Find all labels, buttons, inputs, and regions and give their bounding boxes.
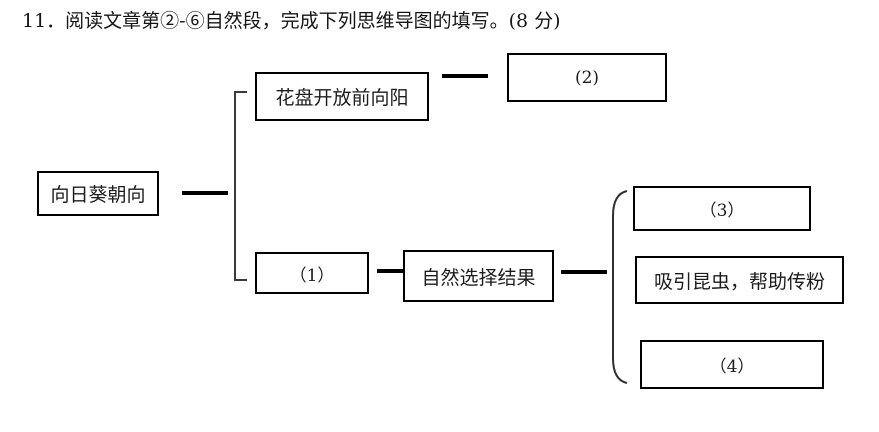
left-bracket-bottom-arm [234,279,247,281]
node-attract-insects-label: 吸引昆虫，帮助传粉 [653,270,825,293]
connector-blank1-naturalselection [377,269,403,273]
connector-root-bracket [182,191,228,195]
right-brace [612,190,628,384]
connector-naturalselection-brace [561,270,607,274]
node-attract-insects: 吸引昆虫，帮助传粉 [635,256,844,304]
node-root: 向日葵朝向 [37,171,159,216]
node-blank-1: （1） [255,252,369,294]
right-brace-path [612,190,628,384]
node-blank-2: (2) [507,53,667,102]
node-front-sun: 花盘开放前向阳 [255,72,429,121]
node-root-label: 向日葵朝向 [50,184,146,206]
node-front-sun-label: 花盘开放前向阳 [275,87,409,109]
node-blank-3: （3） [633,186,811,231]
node-blank-1-label: （1） [289,265,335,286]
node-blank-4-label: （4） [709,357,755,377]
node-blank-4: （4） [640,340,824,389]
node-natural-selection: 自然选择结果 [403,250,554,302]
node-blank-2-label: (2) [574,67,600,88]
left-bracket-vertical [234,91,236,281]
left-bracket-top-arm [234,91,247,93]
node-blank-3-label: （3） [699,201,745,221]
node-natural-selection-label: 自然选择结果 [421,266,536,289]
question-title: 11．阅读文章第②-⑥自然段，完成下列思维导图的填写。(8 分) [22,10,561,32]
connector-frontsun-blank2 [442,74,488,78]
